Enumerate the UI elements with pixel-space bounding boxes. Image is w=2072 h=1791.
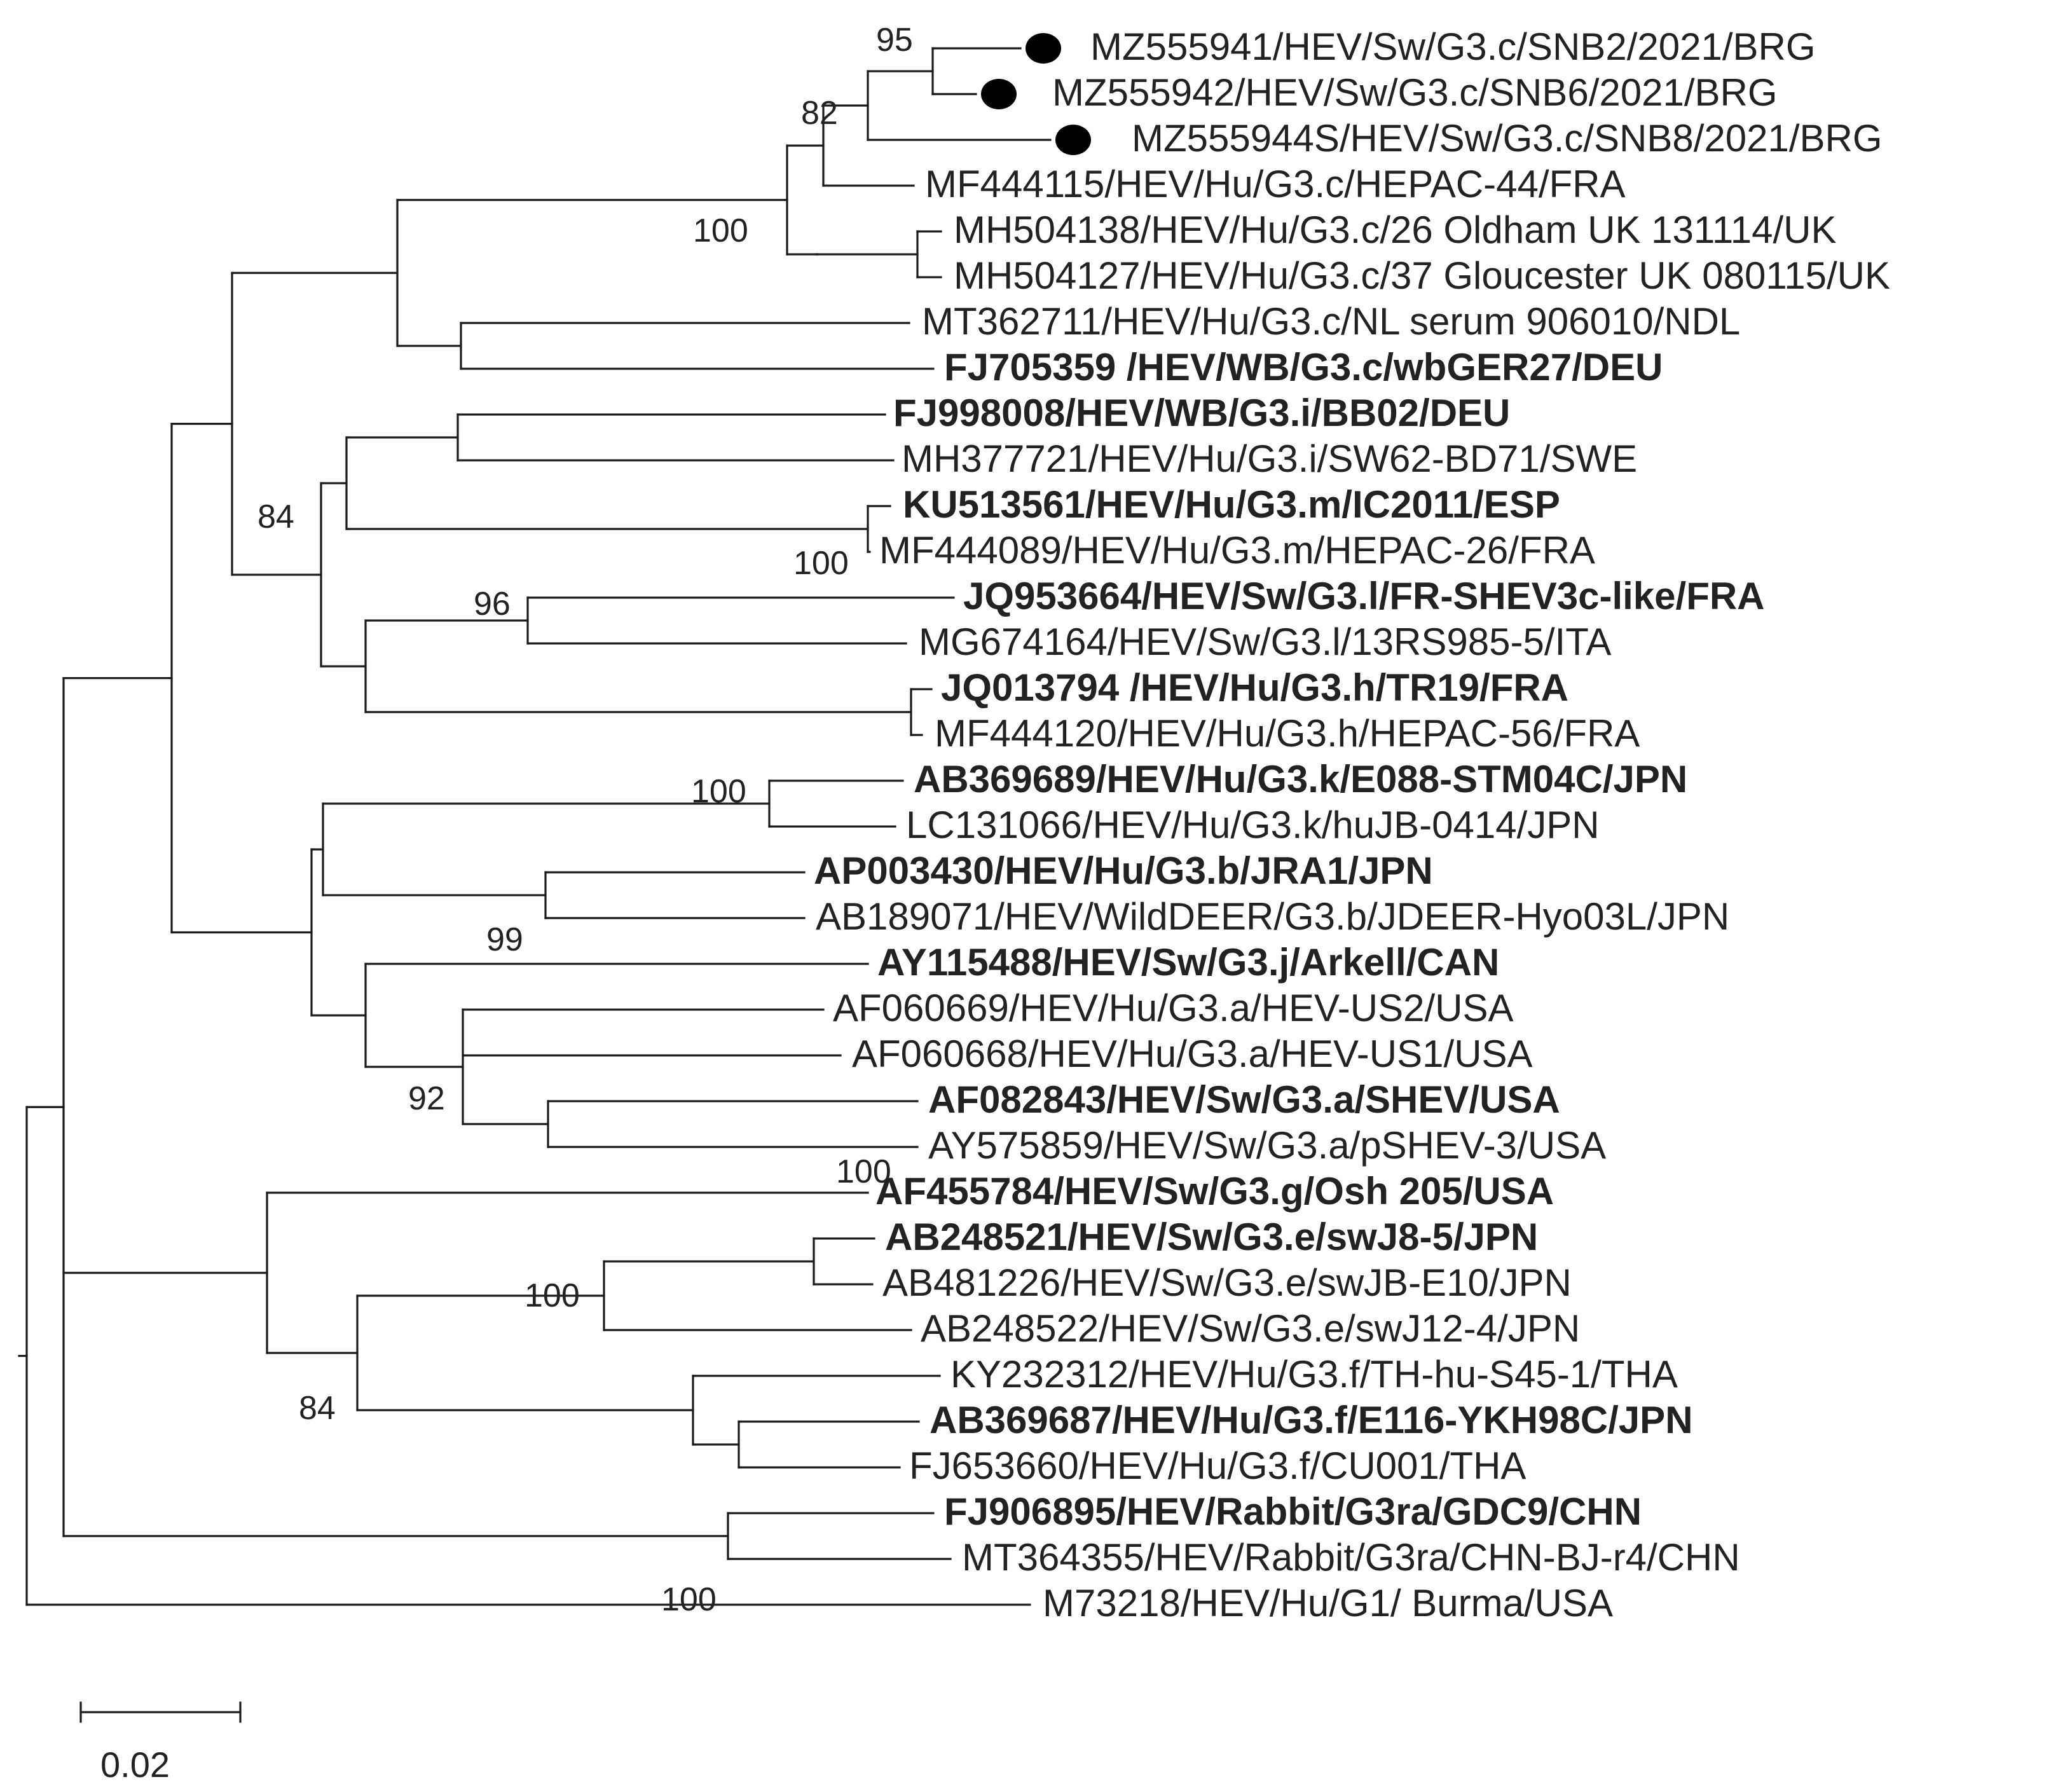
leaf-label: FJ998008/HEV/WB/G3.i/BB02/DEU (893, 392, 1510, 434)
bootstrap-value: 99 (486, 921, 523, 958)
leaf-label: AF082843/HEV/Sw/G3.a/SHEV/USA (928, 1078, 1560, 1121)
leaf-label: AF060668/HEV/Hu/G3.a/HEV-US1/USA (852, 1033, 1533, 1075)
study-sequence-marker (1055, 125, 1091, 155)
bootstrap-value: 100 (661, 1581, 717, 1618)
leaf-label: MH504138/HEV/Hu/G3.c/26 Oldham UK 131114… (954, 209, 1837, 251)
leaf-label: AB248522/HEV/Sw/G3.e/swJ12-4/JPN (921, 1307, 1580, 1350)
leaf-label: MT364355/HEV/Rabbit/G3ra/CHN-BJ-r4/CHN (962, 1536, 1740, 1579)
leaf-label: MH377721/HEV/Hu/G3.i/SW62-BD71/SWE (902, 437, 1637, 480)
leaf-label: AF455784/HEV/Sw/G3.g/Osh 205/USA (875, 1170, 1554, 1212)
leaf-markers (981, 33, 1091, 155)
bootstrap-value: 96 (474, 586, 511, 622)
bootstrap-value: 100 (693, 212, 748, 249)
leaf-label: KY232312/HEV/Hu/G3.f/TH-hu-S45-1/THA (950, 1353, 1678, 1396)
leaf-label: AB481226/HEV/Sw/G3.e/swJB-E10/JPN (882, 1261, 1572, 1304)
bootstrap-value: 100 (525, 1277, 580, 1314)
leaf-label: MZ555941/HEV/Sw/G3.c/SNB2/2021/BRG (1090, 25, 1816, 68)
scale-bar-label: 0.02 (100, 1745, 170, 1785)
leaf-label: AY575859/HEV/Sw/G3.a/pSHEV-3/USA (928, 1124, 1606, 1167)
leaf-label: AB189071/HEV/WildDEER/G3.b/JDEER-Hyo03L/… (816, 895, 1729, 938)
leaf-label: MT362711/HEV/Hu/G3.c/NL serum 906010/NDL (922, 300, 1740, 343)
leaf-label: JQ013794 /HEV/Hu/G3.h/TR19/FRA (941, 666, 1568, 709)
leaf-labels: MZ555941/HEV/Sw/G3.c/SNB2/2021/BRG MZ555… (814, 25, 1890, 1624)
bootstrap-value: 82 (801, 95, 838, 132)
leaf-label: JQ953664/HEV/Sw/G3.l/FR-SHEV3c-like/FRA (963, 575, 1765, 617)
study-sequence-marker (981, 79, 1017, 109)
leaf-label: MF444089/HEV/Hu/G3.m/HEPAC-26/FRA (879, 529, 1595, 572)
bootstrap-value: 84 (257, 498, 294, 535)
leaf-label: MG674164/HEV/Sw/G3.l/13RS985-5/ITA (919, 621, 1611, 663)
leaf-label: AB248521/HEV/Sw/G3.e/swJ8-5/JPN (885, 1216, 1538, 1258)
leaf-label: M73218/HEV/Hu/G1/ Burma/USA (1043, 1582, 1613, 1624)
scale-bar: 0.02 (79, 1701, 242, 1785)
bootstrap-value: 100 (793, 545, 849, 582)
leaf-label: FJ653660/HEV/Hu/G3.f/CU001/THA (909, 1444, 1526, 1487)
bootstrap-value: 95 (876, 22, 913, 58)
leaf-label: AB369687/HEV/Hu/G3.f/E116-YKH98C/JPN (930, 1399, 1693, 1441)
study-sequence-marker (1026, 33, 1061, 64)
bootstrap-value: 100 (836, 1153, 891, 1190)
leaf-label: MH504127/HEV/Hu/G3.c/37 Gloucester UK 08… (954, 254, 1890, 297)
leaf-label: AB369689/HEV/Hu/G3.k/E088-STM04C/JPN (914, 758, 1687, 800)
leaf-label: LC131066/HEV/Hu/G3.k/huJB-0414/JPN (906, 804, 1600, 846)
bootstrap-value: 92 (408, 1080, 445, 1117)
leaf-label: AY115488/HEV/Sw/G3.j/Arkell/CAN (877, 941, 1499, 984)
leaf-label: MF444120/HEV/Hu/G3.h/HEPAC-56/FRA (935, 712, 1640, 755)
leaf-label: MZ555942/HEV/Sw/G3.c/SNB6/2021/BRG (1052, 71, 1778, 114)
leaf-label: MF444115/HEV/Hu/G3.c/HEPAC-44/FRA (925, 163, 1626, 205)
leaf-label: FJ906895/HEV/Rabbit/G3ra/GDC9/CHN (944, 1490, 1642, 1533)
bootstrap-value: 84 (299, 1390, 336, 1427)
leaf-label: FJ705359 /HEV/WB/G3.c/wbGER27/DEU (944, 346, 1663, 388)
bootstrap-value: 100 (691, 773, 746, 810)
tree-branches (18, 47, 1052, 1606)
leaf-label: MZ555944S/HEV/Sw/G3.c/SNB8/2021/BRG (1132, 117, 1883, 160)
bootstrap-labels: 95 82 100 84 100 96 100 99 92 100 100 84… (257, 22, 913, 1618)
leaf-label: AP003430/HEV/Hu/G3.b/JRA1/JPN (814, 849, 1433, 892)
leaf-label: AF060669/HEV/Hu/G3.a/HEV-US2/USA (833, 987, 1514, 1029)
leaf-label: KU513561/HEV/Hu/G3.m/IC2011/ESP (903, 483, 1560, 526)
